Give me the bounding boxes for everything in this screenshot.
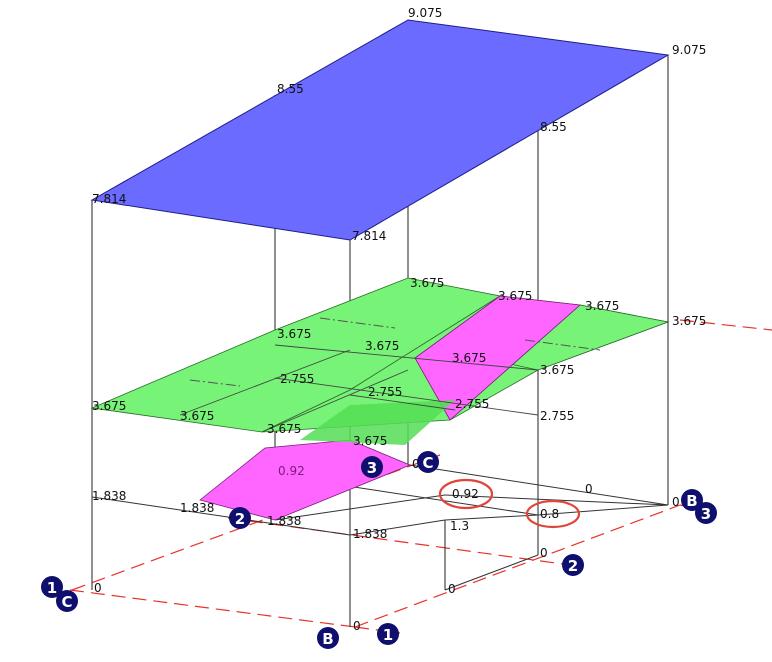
floor-label-mid-center: 3.675 — [365, 339, 399, 353]
svg-text:3: 3 — [367, 459, 377, 477]
beam-floor-1 — [179, 349, 351, 416]
lower-label-front2: 1.838 — [353, 527, 387, 541]
floor-label-front1: 3.675 — [180, 409, 214, 423]
ground-label-top-c: 0 — [412, 457, 420, 471]
lower-label-circled1: 0.92 — [452, 487, 479, 501]
floor-label-inner3: 2.755 — [455, 397, 489, 411]
grid-marker-c-left[interactable]: C — [56, 590, 78, 612]
ramp-upper — [414, 295, 581, 421]
roof-label-right-mid: 8.55 — [540, 120, 567, 134]
svg-text:C: C — [61, 593, 72, 611]
beam-lower-left — [91, 496, 351, 536]
floor-label-ramp-top2: 3.675 — [585, 299, 619, 313]
beam-ramp-base — [274, 494, 446, 521]
highlight-markers — [438, 478, 581, 529]
beam-ground — [444, 554, 539, 591]
grid-marker-3-a[interactable]: 3 — [361, 456, 383, 478]
lower-label-ramp-base: 0.92 — [278, 464, 305, 478]
lower-label-mid: 1.838 — [180, 501, 214, 515]
floor-label-back: 3.675 — [410, 276, 444, 290]
grid-marker-3-right[interactable]: 3 — [695, 502, 717, 524]
svg-text:C: C — [422, 454, 433, 472]
floor-label-far-right: 3.675 — [672, 314, 706, 328]
lower-label-circled2: 0.8 — [540, 507, 559, 521]
slab-centerline-1 — [189, 379, 241, 387]
grid-line-2 — [227, 517, 571, 566]
ground-label-center: 0 — [353, 619, 361, 633]
beam-floor-3 — [274, 377, 539, 416]
grid-line-b — [354, 504, 681, 628]
grid-line-c — [69, 589, 356, 628]
floor-label-right-front: 3.675 — [540, 363, 574, 377]
grid-marker-b-bottom[interactable]: B — [317, 627, 339, 649]
floor-beams — [179, 344, 539, 433]
slab-centerline-2 — [319, 317, 396, 329]
lower-labels: 0.92 1.838 1.838 1.838 1.838 1.3 0.92 0.… — [92, 464, 559, 541]
svg-text:1: 1 — [383, 626, 393, 644]
roof-label-left: 7.814 — [92, 192, 126, 206]
ground-label-left: 0 — [94, 581, 102, 595]
grid-marker-1-left[interactable]: 1 — [41, 576, 63, 598]
highlight-ellipse-2 — [525, 499, 581, 529]
lower-label-left: 1.838 — [92, 489, 126, 503]
roof-label-top: 9.075 — [408, 6, 442, 20]
grid-marker-2-right[interactable]: 2 — [562, 554, 584, 576]
floor-label-mid-left: 3.675 — [277, 327, 311, 341]
floor-label-ramp-top1: 3.675 — [498, 289, 532, 303]
svg-text:B: B — [686, 492, 697, 510]
ground-label-right-low: 0 — [448, 582, 456, 596]
beam-lower-back2 — [409, 464, 669, 506]
beam-lower-mid — [444, 514, 539, 521]
svg-text:B: B — [322, 630, 333, 648]
floor-labels: 3.675 3.675 3.675 3.675 3.675 3.675 3.67… — [92, 276, 706, 448]
floor-label-inner1: 2.755 — [280, 372, 314, 386]
floor-label-left-front: 3.675 — [92, 399, 126, 413]
ramp-lower — [199, 439, 412, 521]
floor-label-ramp-mid: 3.675 — [452, 351, 486, 365]
grid-marker-2-left[interactable]: 2 — [229, 507, 251, 529]
roof-slab — [90, 19, 670, 241]
ramps — [199, 295, 581, 521]
grid-markers[interactable]: C 3 B 3 2 2 1 C — [41, 451, 717, 649]
beam-lower-back — [444, 494, 669, 506]
floor-label-front2: 3.675 — [267, 422, 301, 436]
lower-label-front: 1.838 — [267, 514, 301, 528]
grid-line-3-top — [679, 319, 772, 331]
roof-label-left-mid: 8.55 — [277, 82, 304, 96]
ramp-overlap-green — [300, 400, 455, 445]
svg-text:2: 2 — [235, 510, 245, 528]
grid-line-c-ext — [354, 626, 401, 634]
beam-floor-4 — [349, 394, 456, 411]
roof-label-right: 9.075 — [672, 43, 706, 57]
ground-label-right-b: 0 — [672, 495, 680, 509]
roof-labels: 9.075 9.075 8.55 8.55 7.814 7.814 — [92, 6, 706, 243]
ground-label-right-a: 0 — [585, 482, 593, 496]
beam-floor-2 — [261, 369, 409, 433]
ground-label-inner: 0 — [540, 546, 548, 560]
floor-label-inner2: 2.755 — [368, 385, 402, 399]
grid-marker-b-right[interactable]: B — [681, 489, 703, 511]
highlight-ellipse-1 — [438, 478, 494, 510]
ground-labels: 0 0 0 0 0 0 0 — [94, 457, 680, 633]
floor-label-inner4: 2.755 — [540, 409, 574, 423]
beam-floor-5 — [274, 344, 539, 371]
beam-lower-front — [349, 519, 446, 536]
grid-marker-1-bottom[interactable]: 1 — [377, 623, 399, 645]
svg-text:1: 1 — [47, 579, 57, 597]
floor-label-front3: 3.675 — [353, 434, 387, 448]
grid-marker-c-top[interactable]: C — [417, 451, 439, 473]
slab-centerline-3 — [524, 339, 601, 351]
lower-label-mid-low: 1.3 — [450, 519, 469, 533]
svg-text:3: 3 — [701, 505, 711, 523]
svg-text:2: 2 — [568, 557, 578, 575]
roof-label-front: 7.814 — [352, 229, 386, 243]
beam-lower-right — [537, 504, 669, 516]
